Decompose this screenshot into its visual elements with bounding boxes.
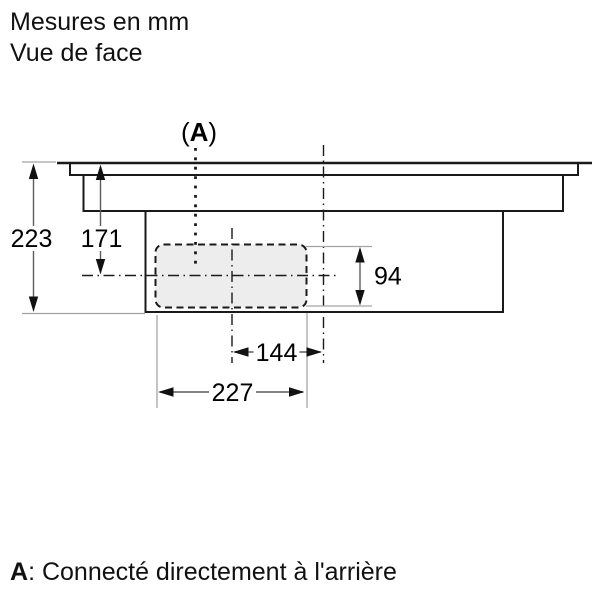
dimension-duct-height: 94 <box>355 247 402 306</box>
dim-label-144: 144 <box>256 339 298 367</box>
footnote-text: : Connecté directement à l'arrière <box>28 558 397 586</box>
arrow-up-icon <box>95 164 106 180</box>
dimension-duct-width: 227 <box>158 379 305 407</box>
arrow-right-icon <box>306 347 322 357</box>
hob-profile <box>57 161 592 313</box>
title-units-line: Mesures en mm <box>10 8 190 36</box>
dim-label-227: 227 <box>212 379 254 407</box>
label-plate <box>8 226 55 251</box>
arrow-right-icon <box>289 387 305 397</box>
dimension-duct-axis-offset: 144 <box>233 339 322 367</box>
arrow-down-icon <box>28 296 39 312</box>
dim-label-94: 94 <box>374 263 402 291</box>
arrow-left-icon <box>233 347 249 357</box>
arrow-down-icon <box>355 290 365 306</box>
marker-a-label: (A) <box>181 117 217 147</box>
label-plate <box>253 340 300 364</box>
footnote-label: A <box>10 558 29 586</box>
label-plate <box>78 226 125 251</box>
title-view-line: Vue de face <box>10 39 143 67</box>
marker-a-open-paren: ( <box>181 117 190 147</box>
dim-label-223: 223 <box>11 225 53 253</box>
label-plate <box>209 380 256 404</box>
marker-a-letter: A <box>190 117 209 147</box>
dimension-total-height: 223 <box>8 163 55 312</box>
arrow-down-icon <box>95 259 106 275</box>
reference-lines <box>82 145 338 363</box>
page-title: Mesures en mm Vue de face <box>10 7 189 69</box>
marker-a-close-paren: ) <box>208 117 217 147</box>
arrow-up-icon <box>28 163 39 179</box>
footnote: A: Connecté directement à l'arrière <box>10 558 397 587</box>
arrow-up-icon <box>355 247 365 263</box>
dimension-top-to-duct-axis: 171 <box>78 164 125 275</box>
dim-label-171: 171 <box>81 225 123 253</box>
extension-lines <box>22 161 372 408</box>
arrow-left-icon <box>158 387 174 397</box>
extractor-plenum-box <box>144 211 504 313</box>
air-outlet-duct-dashed-box <box>154 243 308 309</box>
